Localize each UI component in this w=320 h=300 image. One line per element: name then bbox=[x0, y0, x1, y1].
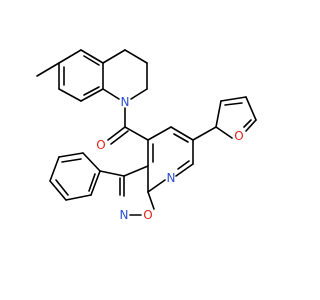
bond bbox=[58, 88, 82, 102]
bond bbox=[80, 49, 104, 64]
bond bbox=[99, 170, 125, 177]
bond bbox=[130, 88, 148, 100]
bond bbox=[83, 55, 100, 66]
bond bbox=[107, 126, 126, 141]
bond bbox=[65, 194, 92, 201]
bond bbox=[147, 191, 155, 210]
bond bbox=[90, 170, 101, 196]
furan-oxygen-label: O bbox=[234, 129, 243, 143]
bond-layer bbox=[36, 49, 257, 216]
bond bbox=[177, 160, 190, 170]
bond bbox=[49, 180, 67, 201]
molecule-drawing: N O N O N O bbox=[36, 49, 257, 222]
bond bbox=[49, 156, 60, 182]
bond bbox=[147, 179, 166, 193]
bond bbox=[82, 152, 101, 172]
pyridine-nitrogen-label: N bbox=[167, 171, 176, 185]
bond bbox=[124, 126, 149, 141]
bond bbox=[245, 119, 257, 132]
bond bbox=[61, 158, 82, 163]
bond bbox=[102, 88, 120, 100]
isoxazole-nitrogen-label: N bbox=[120, 208, 129, 222]
bond bbox=[80, 88, 104, 102]
bond bbox=[88, 173, 96, 192]
bond bbox=[123, 165, 149, 177]
bond bbox=[124, 49, 148, 64]
bond bbox=[243, 119, 252, 128]
bond bbox=[215, 100, 222, 128]
bond bbox=[55, 179, 69, 196]
bond bbox=[147, 126, 172, 141]
bond bbox=[192, 126, 217, 141]
bond bbox=[58, 49, 82, 64]
bond bbox=[110, 130, 129, 145]
carbonyl-oxygen-label: O bbox=[96, 138, 105, 152]
bond bbox=[245, 96, 257, 121]
bond bbox=[224, 102, 243, 106]
bond bbox=[215, 126, 233, 139]
bond bbox=[220, 96, 247, 102]
bond bbox=[175, 163, 194, 177]
bond bbox=[83, 86, 100, 96]
nitrogen-atom-label: N bbox=[121, 95, 130, 109]
bond bbox=[173, 133, 189, 143]
atom-label-layer: N O N O N O bbox=[96, 95, 243, 222]
bond bbox=[170, 126, 194, 141]
structure-canvas: N O N O N O bbox=[36, 49, 257, 222]
bond bbox=[102, 49, 126, 64]
bond bbox=[58, 152, 84, 158]
bond bbox=[36, 62, 60, 77]
isoxazole-oxygen-label: O bbox=[143, 208, 152, 222]
